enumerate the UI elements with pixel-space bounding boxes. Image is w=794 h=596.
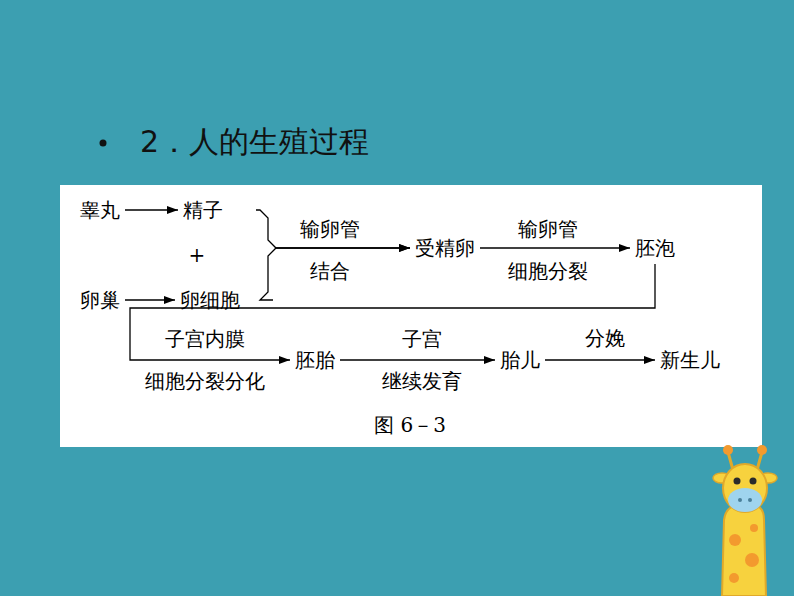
term-text: 卵巢 xyxy=(80,288,120,312)
stage-term: 受精卵 xyxy=(412,234,478,262)
stage-term: 卵细胞 xyxy=(177,286,243,314)
figure-caption: 图 6－3 xyxy=(374,412,446,439)
edge-label: 子宫内膜 细胞分裂分化 xyxy=(145,318,265,402)
edge-label: 输卵管 结合 xyxy=(300,208,360,292)
plus-sign: + xyxy=(189,243,206,267)
stage-term: 胎儿 xyxy=(497,346,543,374)
giraffe-illustration xyxy=(713,445,777,596)
stage-term: 卵巢 xyxy=(77,286,123,314)
term-text: 胎儿 xyxy=(500,348,540,372)
flow-arrow xyxy=(125,209,178,210)
term-text: 胚胎 xyxy=(295,348,335,372)
stage-term: 精子 xyxy=(180,196,226,224)
stage-term: 胚胎 xyxy=(292,346,338,374)
term-text: 睾丸 xyxy=(80,198,120,222)
term-text: 精子 xyxy=(183,198,223,222)
edge-label: 子宫 继续发育 xyxy=(382,318,462,402)
edge-label: 输卵管 细胞分裂 xyxy=(508,208,588,292)
term-text: 胚泡 xyxy=(635,236,675,260)
flow-arrow xyxy=(480,247,630,248)
slide-title: 2．人的生殖过程 xyxy=(140,122,369,163)
stage-term: 睾丸 xyxy=(77,196,123,224)
term-text: 新生儿 xyxy=(660,348,720,372)
flow-arrow xyxy=(545,359,655,360)
bullet-dot xyxy=(100,140,107,147)
term-text: 受精卵 xyxy=(415,236,475,260)
term-text: 卵细胞 xyxy=(180,288,240,312)
flow-arrow xyxy=(125,299,175,300)
stage-term: 新生儿 xyxy=(657,346,723,374)
stage-term: 胚泡 xyxy=(632,234,678,262)
diagram-panel xyxy=(60,185,762,447)
flow-arrow xyxy=(340,359,495,360)
edge-label: 分娩 xyxy=(585,326,625,350)
